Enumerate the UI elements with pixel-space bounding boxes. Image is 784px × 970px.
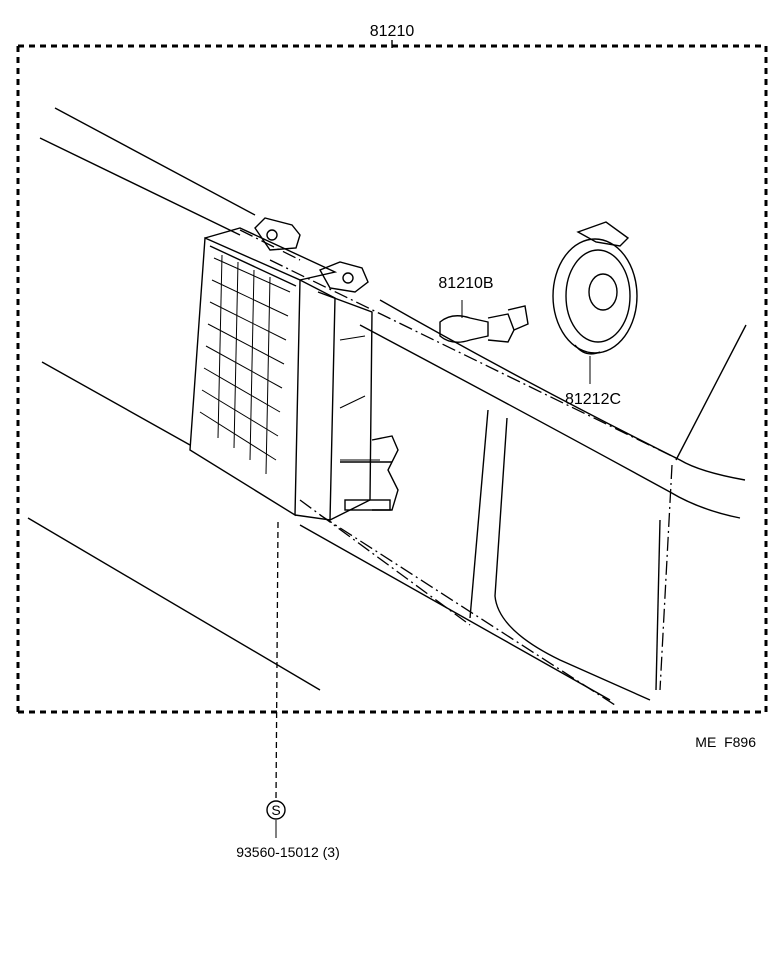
lens-pattern	[199, 254, 291, 475]
bulb-number-label: 81210B	[438, 275, 493, 292]
bulb	[439, 300, 529, 343]
vehicle-body-outline	[27, 107, 747, 701]
turn-signal-lamp	[189, 217, 399, 521]
lamp-mounting-bracket	[254, 217, 369, 293]
lamp-ribs	[339, 335, 380, 461]
screw-number-label: 93560-15012 (3)	[236, 844, 340, 860]
assembly-boundary	[16, 40, 768, 714]
figure-code-label: ME F896	[695, 734, 756, 750]
assembly-number-label: 81210	[370, 23, 415, 40]
socket-number-label: 81212C	[565, 391, 621, 408]
socket	[552, 221, 638, 384]
screw-symbol-label: S	[271, 802, 280, 818]
reference-lines	[239, 229, 681, 706]
screw-leader	[275, 521, 279, 838]
screw-symbol: S	[266, 800, 286, 820]
mounting-stud	[340, 435, 399, 511]
